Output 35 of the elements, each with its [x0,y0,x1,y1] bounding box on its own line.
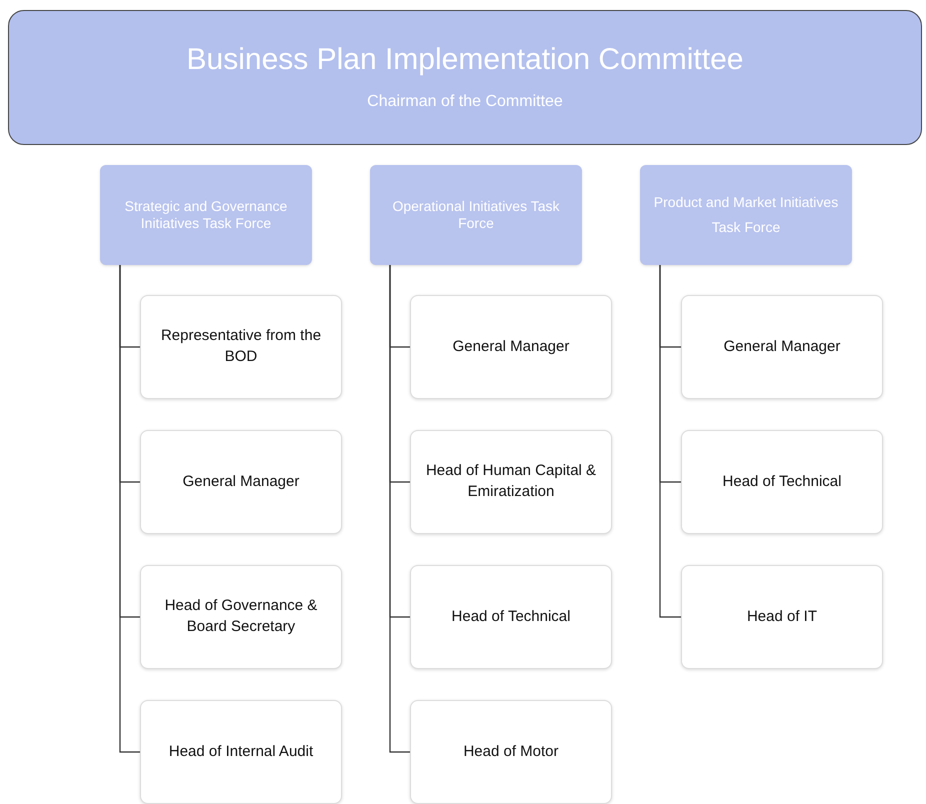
member-box [681,565,883,669]
connector-line [659,265,681,618]
member-box [410,430,612,534]
node-title: Head of IT [746,606,818,627]
member-box [681,295,883,399]
node-title: Product and Market Initiatives [654,194,838,211]
member-box [140,295,342,399]
node-title: General Manager [724,336,840,357]
node-title: Business Plan Implementation Committee [186,42,744,78]
connector-line [119,265,140,753]
node-title: Strategic and Governance Initiatives Task Force [124,198,288,232]
committee-banner [8,10,922,145]
node-title: Head of Internal Audit [168,742,314,762]
member-box [140,430,342,534]
node-subtitle: Task Force [712,219,780,236]
node-title: Head of Governance & Board Secretary [164,596,318,637]
member-box [410,295,612,399]
task-force-box [640,165,852,265]
task-force-box [370,165,582,265]
connector-line [389,265,410,753]
node-title: Head of Technical [722,472,842,492]
member-box [140,700,342,804]
node-title: Representative from the BOD [160,326,322,367]
node-title: Head of Human Capital & Emiratization [424,461,598,502]
node-title: Operational Initiatives Task Force [391,198,561,232]
node-title: Head of Motor [463,742,559,762]
node-title: General Manager [452,336,570,357]
task-force-box [100,165,312,265]
node-title: General Manager [182,472,300,492]
member-box [681,430,883,534]
node-subtitle: Chairman of the Committee [367,92,563,112]
member-box [410,700,612,804]
node-title: Head of Technical [452,606,570,627]
member-box [140,565,342,669]
member-box [410,565,612,669]
